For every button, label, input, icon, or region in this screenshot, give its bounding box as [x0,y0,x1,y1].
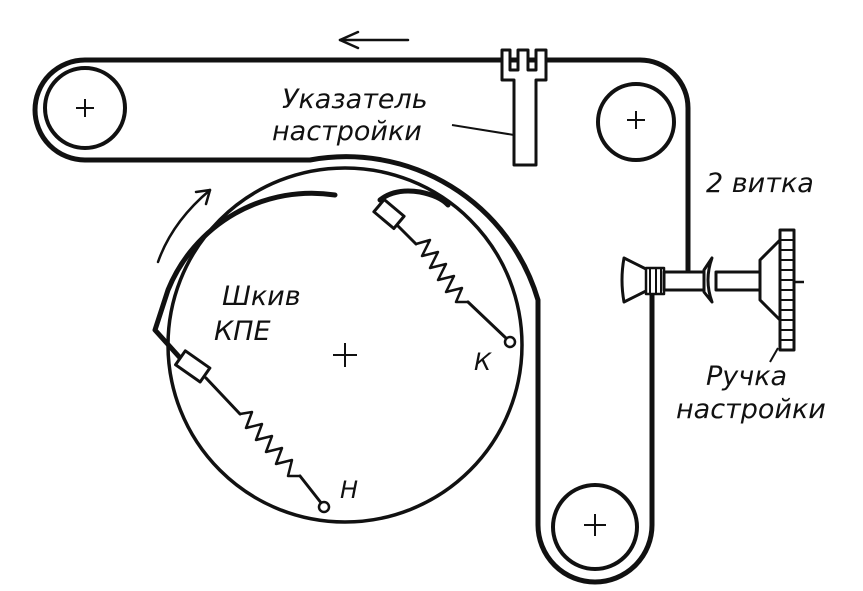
knob-leader-line [769,347,779,363]
pulley-center-mark [333,343,357,367]
tuning-knob-assembly [620,228,804,352]
knob-label-line1: Ручка [706,361,787,392]
tuning-pointer [500,48,548,167]
bottom-idler-pulley [551,483,639,571]
right-top-idler-pulley [596,82,676,162]
rotation-arrow [156,188,212,264]
pointer-label-line2: настройки [272,116,422,147]
pulley-label-line1: Шкив [222,281,301,312]
knob-label-line2: настройки [676,394,826,425]
capacitor-pulley [166,166,524,524]
knob-knurling [780,239,794,341]
spring-k-end-label: К [474,348,492,376]
turns-label: 2 витка [706,168,814,199]
pulley-label-line2: КПЕ [214,316,271,347]
motion-arrow-left [338,30,410,50]
pointer-label-line1: Указатель [282,84,428,115]
spring-n [174,349,331,514]
left-idler-pulley [43,66,127,150]
dial-cord [32,57,691,585]
pointer-leader-line [451,124,515,136]
spring-k [372,198,517,349]
cord-inner-end [377,188,451,208]
spring-n-end-label: Н [340,476,358,504]
cord-around-pulley [152,190,338,363]
